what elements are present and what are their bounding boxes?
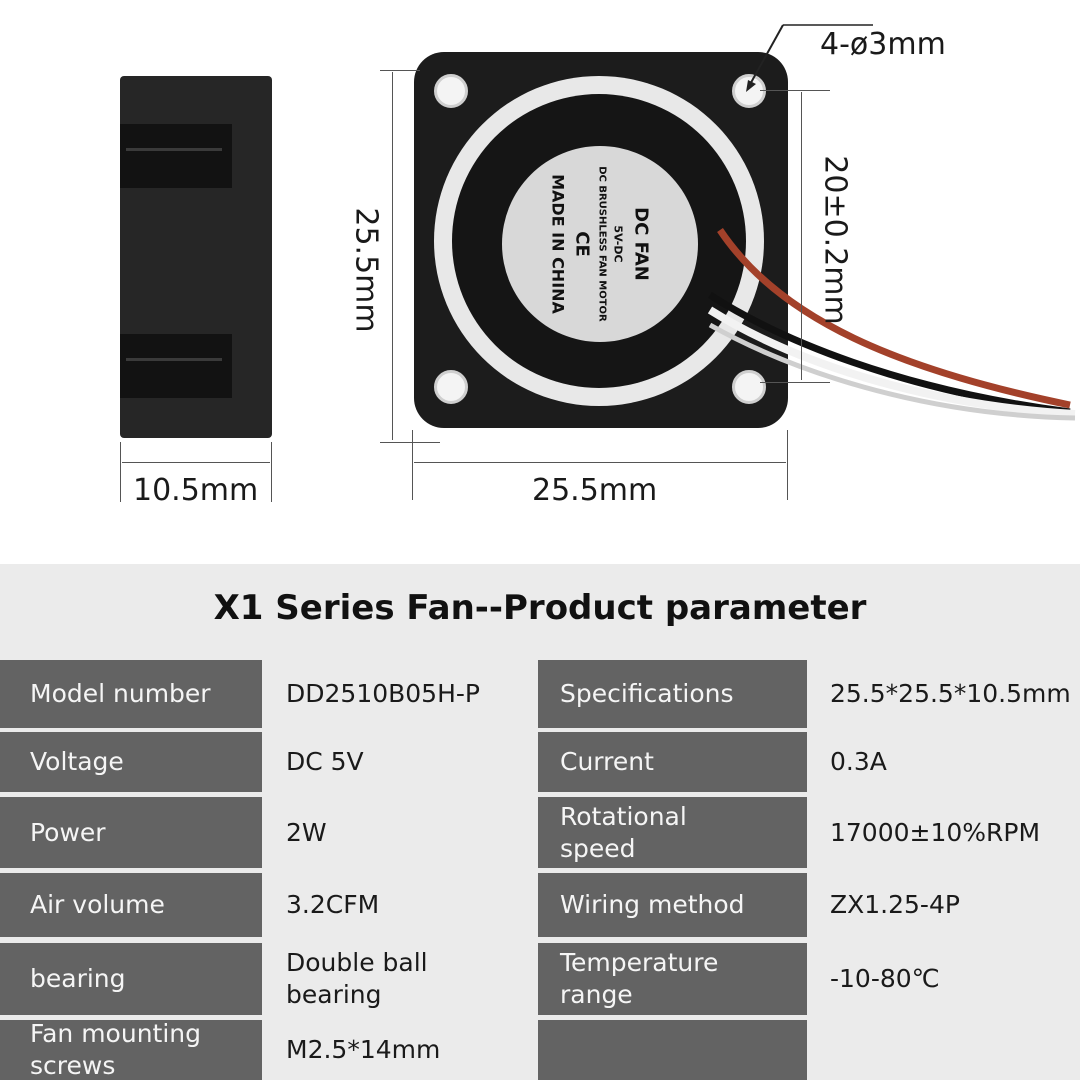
param-label: Current — [538, 732, 807, 792]
side-width-label: 10.5mm — [133, 473, 259, 508]
height-dimension-line — [392, 72, 393, 440]
param-label: Temperature range — [538, 943, 807, 1015]
fan-wires — [707, 228, 1076, 421]
fan-hub-label: DC FAN 5V-DC DC BRUSHLESS FAN MOTOR CE M… — [502, 146, 698, 342]
dimension-diagram: 10.5mm DC FAN 5V-DC DC BRUSHLESS FAN MOT… — [120, 24, 1076, 508]
fan-side-view — [120, 76, 272, 438]
param-label: bearing — [0, 943, 262, 1015]
param-label: Specifications — [538, 660, 807, 728]
fan-blades-area: DC FAN 5V-DC DC BRUSHLESS FAN MOTOR CE M… — [452, 94, 746, 388]
side-slot-bottom — [120, 334, 232, 398]
fan-front-view: DC FAN 5V-DC DC BRUSHLESS FAN MOTOR CE M… — [414, 52, 788, 428]
spacing-dimension-line — [801, 92, 802, 380]
param-value: 25.5*25.5*10.5mm — [808, 660, 1080, 728]
param-label: Power — [0, 797, 262, 868]
width-ext-left — [412, 430, 413, 500]
page-title: X1 Series Fan--Product parameter — [213, 588, 867, 628]
param-value: 0.3A — [808, 732, 1080, 792]
table-row: Air volume 3.2CFM Wiring method ZX1.25-4… — [0, 873, 1080, 937]
param-value: DD2510B05H-P — [264, 660, 537, 728]
hub-text-motor: DC BRUSHLESS FAN MOTOR — [596, 166, 608, 322]
param-label: Fan mounting screws — [0, 1019, 262, 1080]
param-value: 3.2CFM — [264, 873, 537, 937]
param-value: 17000±10%RPM — [808, 797, 1080, 868]
width-label: 25.5mm — [532, 473, 658, 508]
spacing-ext-top — [760, 90, 830, 91]
table-row: Fan mounting screws M2.5*14mm — [0, 1019, 1080, 1080]
hub-text-origin: MADE IN CHINA — [548, 174, 568, 314]
hub-label-text: DC FAN 5V-DC DC BRUSHLESS FAN MOTOR CE M… — [549, 166, 652, 322]
param-label: Wiring method — [538, 873, 807, 937]
spacing-ext-bottom — [760, 382, 830, 383]
mounting-hole-top-left — [434, 74, 468, 108]
width-dimension-line — [414, 462, 786, 463]
param-label: Model number — [0, 660, 262, 728]
param-value: ZX1.25-4P — [808, 873, 1080, 937]
hole-callout-leader — [746, 24, 873, 92]
param-value: 2W — [264, 797, 537, 868]
param-label: Air volume — [0, 873, 262, 937]
width-ext-right — [787, 430, 788, 500]
side-width-dimension-line — [122, 462, 270, 463]
fan-frame-ring: DC FAN 5V-DC DC BRUSHLESS FAN MOTOR CE M… — [434, 76, 764, 406]
ce-mark-icon: CE — [571, 231, 593, 257]
hole-spacing-label: 20±0.2mm — [817, 155, 853, 325]
hub-text-voltage: 5V-DC — [611, 225, 625, 263]
param-value — [808, 1020, 1080, 1080]
table-row: Model number DD2510B05H-P Specifications… — [0, 660, 1080, 728]
height-label: 25.5mm — [348, 207, 384, 333]
height-ext-bottom — [380, 442, 440, 443]
param-label: Rotational speed — [538, 797, 807, 868]
mounting-hole-bottom-left — [434, 370, 468, 404]
table-row: bearing Double ball bearing Temperature … — [0, 943, 1080, 1015]
mounting-hole-top-right — [732, 74, 766, 108]
param-value: -10-80℃ — [808, 943, 1080, 1015]
height-ext-top — [380, 70, 420, 71]
param-value: DC 5V — [264, 732, 537, 792]
hub-text-dc-fan: DC FAN — [630, 207, 652, 281]
table-row: Power 2W Rotational speed 17000±10%RPM — [0, 797, 1080, 868]
hole-callout-label: 4-ø3mm — [820, 27, 946, 62]
param-label: Voltage — [0, 732, 262, 792]
side-slot-top — [120, 124, 232, 188]
mounting-hole-bottom-right — [732, 370, 766, 404]
dim-extension-right — [271, 442, 272, 502]
param-value: M2.5*14mm — [264, 1020, 537, 1080]
param-value: Double ball bearing — [264, 943, 537, 1015]
param-label — [538, 1020, 807, 1080]
table-row: Voltage DC 5V Current 0.3A — [0, 732, 1080, 792]
dim-extension-left — [120, 442, 121, 502]
